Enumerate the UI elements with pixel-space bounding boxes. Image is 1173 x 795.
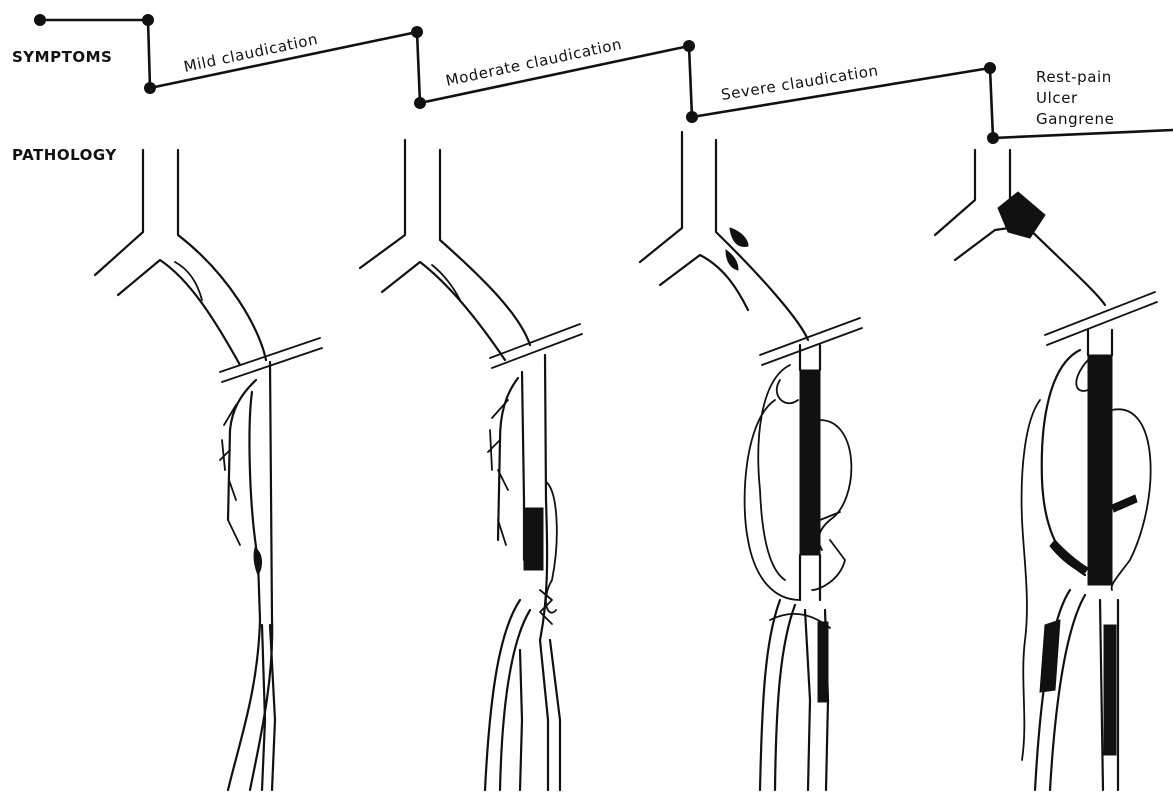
stage-4-artery-illustration	[935, 150, 1157, 790]
stage-4-label-line-1: Rest-pain	[1036, 68, 1112, 86]
stage-3-label: Severe claudication	[720, 61, 880, 104]
stage-1-artery-illustration	[95, 150, 322, 790]
stage-4-label-line-2: Ulcer	[1036, 89, 1078, 107]
symptoms-step-line	[34, 14, 1173, 144]
stage-4-label-line-3: Gangrene	[1036, 110, 1114, 128]
stage-1-label: Mild claudication	[182, 30, 320, 76]
stage-2-label: Moderate claudication	[444, 35, 624, 90]
pathology-row-label: PATHOLOGY	[12, 146, 117, 164]
symptoms-row-label: SYMPTOMS	[12, 48, 112, 66]
stage-3-artery-illustration	[640, 132, 862, 790]
stage-2-artery-illustration	[360, 140, 582, 790]
